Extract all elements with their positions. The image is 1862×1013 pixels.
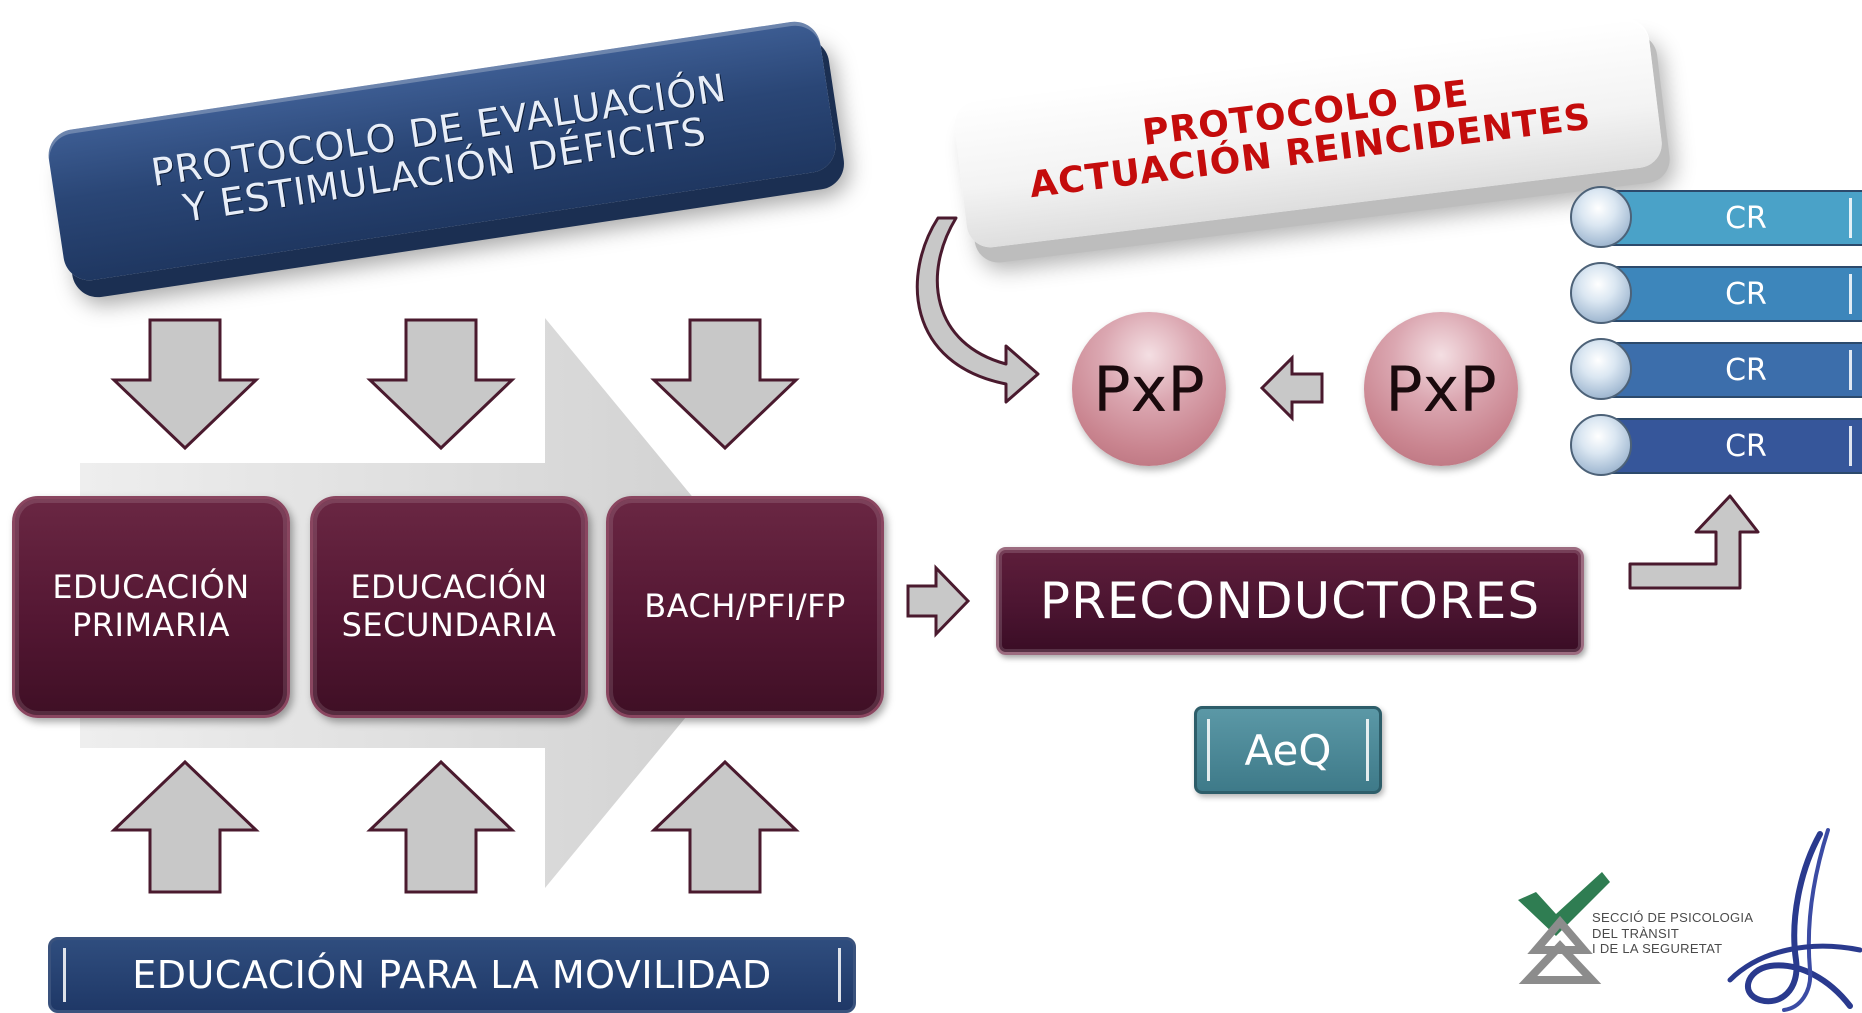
cr-bar-2: CR [1608, 266, 1862, 322]
primary-education-line1: EDUCACIÓN [52, 568, 250, 607]
cr-label-4: CR [1725, 428, 1767, 464]
cr-bullet-icon [1570, 262, 1632, 324]
cr-label-3: CR [1725, 352, 1767, 388]
curved-arrow [915, 216, 1040, 404]
primary-education-line2: PRIMARIA [71, 606, 230, 644]
mobility-education-bar: EDUCACIÓN PARA LA MOVILIDAD [48, 937, 856, 1013]
cr-label-1: CR [1725, 200, 1767, 236]
pxp-left-label: PxP [1093, 352, 1205, 426]
secondary-education-block: EDUCACIÓN SECUNDARIA [310, 496, 588, 718]
bach-pfi-fp-label: BACH/PFI/FP [644, 587, 846, 626]
secondary-education-line1: EDUCACIÓN [350, 568, 548, 607]
check-logo-icon [1518, 872, 1610, 984]
up-arrow-1 [110, 759, 260, 894]
pxp-circle-right: PxP [1364, 312, 1518, 466]
cr-bullet-icon [1570, 338, 1632, 400]
aeq-label: AeQ [1244, 725, 1332, 775]
cr-item-3: CR [1568, 338, 1862, 402]
signature-scribble [1727, 828, 1862, 1012]
cr-bullet-icon [1570, 414, 1632, 476]
secondary-education-line2: SECUNDARIA [341, 606, 557, 644]
down-arrow-3 [650, 318, 800, 451]
evaluation-protocol-banner: PROTOCOLO DE EVALUACIÓN Y ESTIMULACIÓN D… [45, 18, 839, 284]
pxp-right-label: PxP [1385, 352, 1497, 426]
right-arrow-to-preconductores [906, 564, 971, 638]
cr-item-2: CR [1568, 262, 1862, 326]
bent-up-arrow [1628, 494, 1760, 590]
aeq-box: AeQ [1194, 706, 1382, 794]
pxp-circle-left: PxP [1072, 312, 1226, 466]
preconductores-label: PRECONDUCTORES [1039, 572, 1541, 630]
up-arrow-2 [366, 759, 516, 894]
logo-line2: DEL TRÀNSIT [1592, 925, 1680, 941]
cr-bar-3: CR [1608, 342, 1862, 398]
down-arrow-1 [110, 318, 260, 451]
cr-label-2: CR [1725, 276, 1767, 312]
cr-item-4: CR [1568, 414, 1862, 478]
up-arrow-3 [650, 759, 800, 894]
mobility-education-label: EDUCACIÓN PARA LA MOVILIDAD [132, 953, 772, 997]
psychology-section-logo-text: SECCIÓ DE PSICOLOGIA DEL TRÀNSIT I DE LA… [1592, 910, 1753, 957]
left-arrow-between-pxp [1259, 354, 1324, 422]
logo-line1: SECCIÓ DE PSICOLOGIA [1592, 910, 1754, 925]
preconductores-box: PRECONDUCTORES [996, 547, 1584, 655]
cr-bar-4: CR [1608, 418, 1862, 474]
logo-line3: I DE LA SEGURETAT [1592, 941, 1723, 957]
cr-item-1: CR [1568, 186, 1862, 250]
down-arrow-2 [366, 318, 516, 451]
primary-education-block: EDUCACIÓN PRIMARIA [12, 496, 290, 718]
cr-bar-1: CR [1608, 190, 1862, 246]
bach-pfi-fp-block: BACH/PFI/FP [606, 496, 884, 718]
reoffender-protocol-banner: PROTOCOLO DE ACTUACIÓN REINCIDENTES [951, 15, 1665, 251]
cr-bullet-icon [1570, 186, 1632, 248]
